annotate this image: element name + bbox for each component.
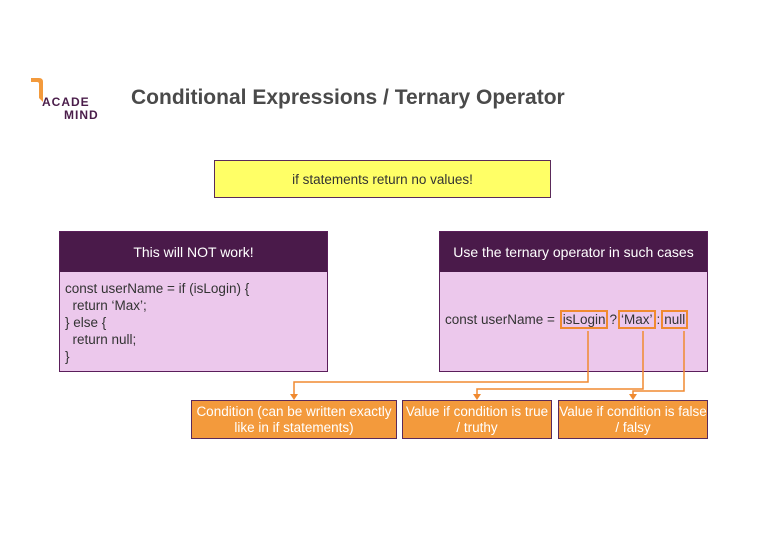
slide-title: Conditional Expressions / Ternary Operat… (131, 86, 565, 109)
colon: : (656, 312, 661, 327)
ternary-card: Use the ternary operator in such cases (439, 231, 708, 372)
condition-token: isLogin (559, 310, 609, 329)
condition-label-text: Condition (can be written exactly like i… (196, 403, 392, 435)
note-text: if statements return no values! (292, 171, 473, 187)
true-value-label: Value if condition is true / truthy (402, 400, 552, 439)
logo-text-line2: MIND (64, 108, 99, 122)
note-box: if statements return no values! (214, 160, 551, 198)
question-mark: ? (609, 312, 617, 327)
condition-label: Condition (can be written exactly like i… (191, 400, 397, 439)
banner-icon (31, 78, 43, 102)
false-value-label-text: Value if condition is false / falsy (559, 403, 707, 435)
true-value-label-text: Value if condition is true / truthy (405, 403, 549, 435)
ternary-header: Use the ternary operator in such cases (440, 232, 707, 272)
if-statement-code: const userName = if (isLogin) { return ‘… (65, 281, 250, 364)
false-value-token: null (661, 310, 689, 329)
not-working-header: This will NOT work! (60, 232, 327, 272)
false-value-label: Value if condition is false / falsy (558, 400, 708, 439)
logo-text-line1: ACADE (42, 95, 90, 109)
expr-prefix: const userName = (445, 312, 559, 327)
ternary-expression: const userName = isLogin?‘Max’:null (445, 310, 689, 329)
true-value-token: ‘Max’ (617, 310, 656, 329)
not-working-card: This will NOT work! const userName = if … (59, 231, 328, 372)
academind-logo: ACADE MIND (27, 76, 107, 122)
